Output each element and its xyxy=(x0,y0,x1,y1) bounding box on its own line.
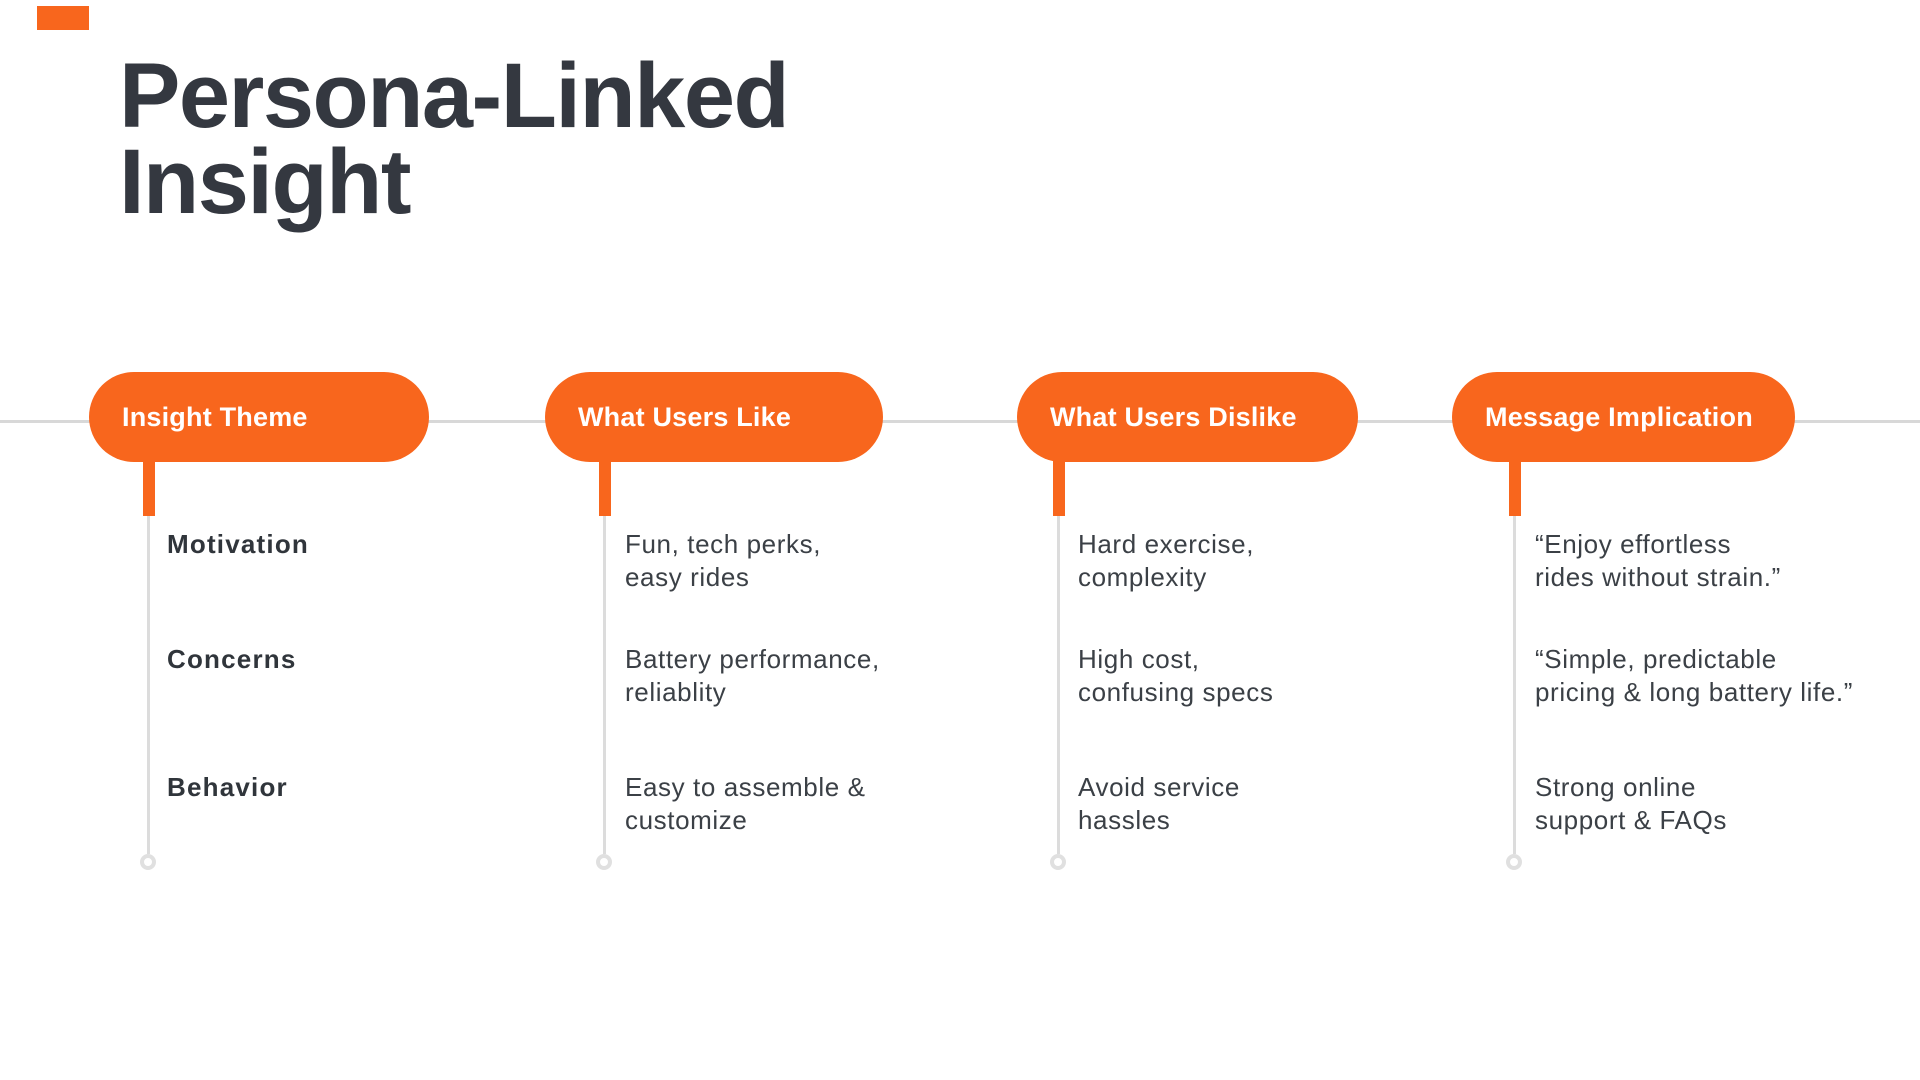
corner-accent-mark xyxy=(37,6,89,30)
connector-stub xyxy=(143,458,155,516)
row-message-behavior: Strong online support & FAQs xyxy=(1535,772,1727,835)
timeline-endpoint-dot xyxy=(1506,854,1522,870)
row-concerns-label: Concerns xyxy=(167,644,297,674)
pill-header-insight-theme: Insight Theme xyxy=(89,372,429,462)
row-dislike-concerns: High cost, confusing specs xyxy=(1078,644,1274,707)
row-like-concerns: Battery performance, reliablity xyxy=(625,644,880,707)
page-title-line1: Persona-Linked xyxy=(119,45,790,147)
pill-header-what-users-like: What Users Like xyxy=(545,372,883,462)
connector-stub xyxy=(1509,458,1521,516)
timeline-vertical-line xyxy=(603,462,606,854)
connector-stub xyxy=(1053,458,1065,516)
pill-header-what-users-dislike: What Users Dislike xyxy=(1017,372,1358,462)
pill-header-label: What Users Dislike xyxy=(1050,401,1297,432)
pill-header-label: Message Implication xyxy=(1485,401,1753,432)
row-like-behavior: Easy to assemble & customize xyxy=(625,772,866,835)
timeline-vertical-line xyxy=(147,462,150,854)
connector-stub xyxy=(599,458,611,516)
pill-header-message-implication: Message Implication xyxy=(1452,372,1795,462)
row-dislike-motivation: Hard exercise, complexity xyxy=(1078,529,1255,592)
row-dislike-behavior: Avoid service hassles xyxy=(1078,772,1240,835)
row-behavior-label: Behavior xyxy=(167,772,288,802)
row-message-concerns: “Simple, predictable pricing & long batt… xyxy=(1535,644,1853,707)
row-like-motivation: Fun, tech perks, easy rides xyxy=(625,529,822,592)
timeline-horizontal-line xyxy=(0,420,1920,423)
timeline-endpoint-dot xyxy=(596,854,612,870)
page-title: Persona-Linked Insight xyxy=(119,45,790,233)
row-message-motivation: “Enjoy effortless rides without strain.” xyxy=(1535,529,1781,592)
pill-header-label: What Users Like xyxy=(578,401,792,432)
row-motivation-label: Motivation xyxy=(167,529,309,559)
page-title-line2: Insight xyxy=(119,131,412,233)
timeline-endpoint-dot xyxy=(1050,854,1066,870)
pill-header-label: Insight Theme xyxy=(122,401,308,432)
timeline-vertical-line xyxy=(1057,462,1060,854)
timeline-endpoint-dot xyxy=(140,854,156,870)
timeline-vertical-line xyxy=(1513,462,1516,854)
